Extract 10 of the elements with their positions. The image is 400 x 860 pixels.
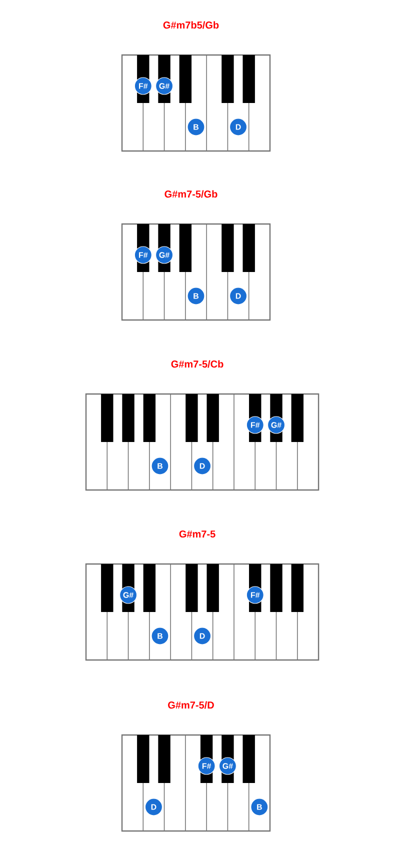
piano-keyboard-drawing <box>121 54 271 152</box>
piano-keyboard-drawing <box>121 223 271 321</box>
chord-title: G#m7-5/Gb <box>164 190 218 198</box>
piano-keyboard-drawing <box>121 734 271 832</box>
chord-title: G#m7-5/Cb <box>171 360 224 368</box>
piano-keyboard-drawing <box>85 393 320 491</box>
chord-title: G#m7b5/Gb <box>163 21 219 29</box>
chord-title: G#m7-5/D <box>168 701 214 709</box>
piano-keyboard-drawing <box>85 563 320 661</box>
chord-title: G#m7-5 <box>179 530 216 538</box>
